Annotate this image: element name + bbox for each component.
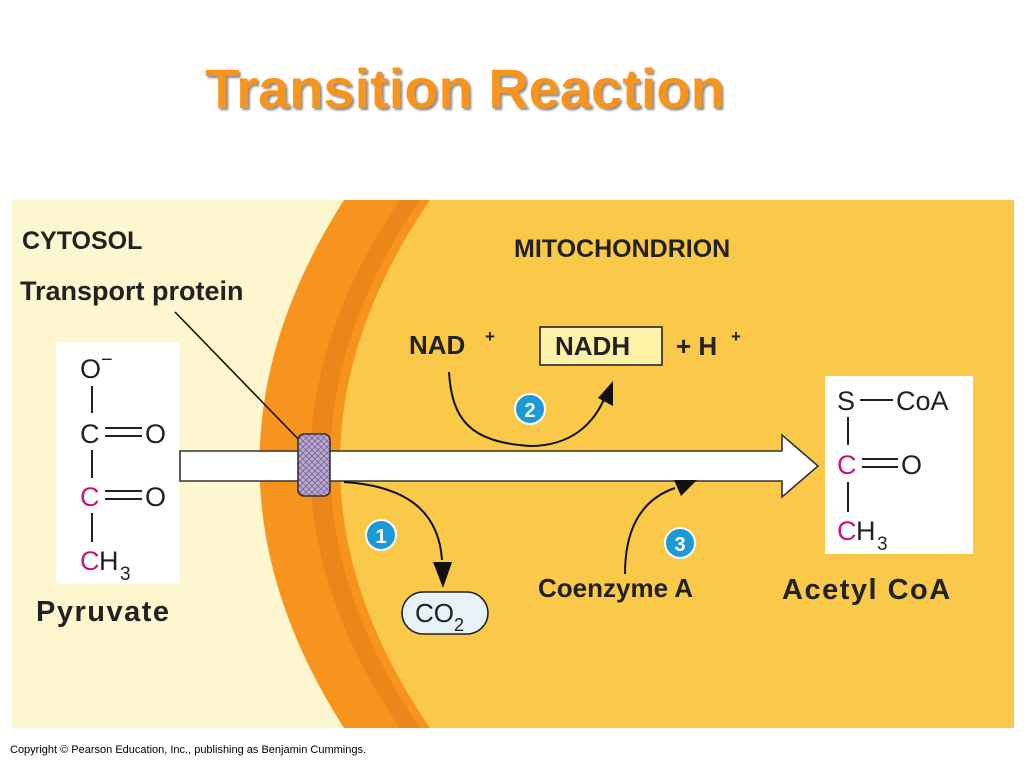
h-plus-label: + H <box>676 331 717 361</box>
step-2-badge: 2 <box>514 393 546 425</box>
pyruvate-structure-box <box>56 342 179 584</box>
transport-protein <box>297 433 331 497</box>
pyruvate-methyl-carbon: C <box>80 546 100 576</box>
step-2-number: 2 <box>524 400 535 422</box>
acetyl-coa-name: Acetyl CoA <box>782 574 952 606</box>
pyruvate-transport-arrow <box>179 433 820 499</box>
acetyl-coa-methyl-h: H <box>856 516 876 546</box>
co2-label: CO <box>415 598 454 628</box>
co2-release-arrowhead <box>433 562 452 588</box>
pyruvate-methyl-h: H <box>99 546 119 576</box>
pyruvate-carbon-2: C <box>80 482 100 512</box>
step-3-number: 3 <box>674 534 685 556</box>
nad-to-nadh-arrow <box>448 371 608 448</box>
co2-release-arrow <box>343 481 443 561</box>
nad-plus-superscript: + <box>485 327 495 346</box>
nadh-label: NADH <box>555 331 630 361</box>
pyruvate-oxygen-2: O <box>145 482 166 512</box>
pyruvate-carbon-1: C <box>80 419 100 449</box>
co2-subscript: 2 <box>454 615 464 635</box>
step-3-badge: 3 <box>664 527 696 559</box>
copyright-notice: Copyright © Pearson Education, Inc., pub… <box>10 744 367 756</box>
nad-plus-label: NAD <box>409 330 465 360</box>
coenzyme-a-arrow <box>624 487 676 575</box>
h-plus-superscript: + <box>731 327 741 346</box>
acetyl-coa-structure-box <box>825 376 973 554</box>
co2-box <box>401 591 489 635</box>
acetyl-coa-methyl-subscript: 3 <box>877 534 888 555</box>
transport-protein-pointer <box>174 311 304 445</box>
acetyl-coa-coa: CoA <box>896 386 949 416</box>
coenzyme-a-arrowhead <box>674 480 697 496</box>
pyruvate-name: Pyruvate <box>36 596 171 628</box>
nadh-box <box>539 326 663 366</box>
pyruvate-methyl-subscript: 3 <box>120 564 131 585</box>
acetyl-coa-structure: S CoA C O C H 3 <box>837 386 949 555</box>
transport-protein-label: Transport protein <box>20 276 244 306</box>
nad-to-nadh-arrowhead <box>598 381 613 406</box>
acetyl-coa-carbon: C <box>837 450 857 480</box>
pyruvate-structure: O − C O C O C H 3 <box>80 349 166 585</box>
coenzyme-a-label: Coenzyme A <box>538 573 693 603</box>
slide-title: Transition Reaction <box>205 57 725 120</box>
acetyl-coa-oxygen: O <box>901 450 922 480</box>
cytosol-label: CYTOSOL <box>22 227 142 255</box>
mitochondrial-membrane <box>259 200 430 728</box>
acetyl-coa-sulfur: S <box>837 386 855 416</box>
step-1-badge: 1 <box>365 519 397 551</box>
mitochondrion-label: MITOCHONDRION <box>514 235 730 263</box>
pyruvate-oxygen-1: O <box>145 419 166 449</box>
membrane-shade <box>310 200 420 728</box>
acetyl-coa-methyl-carbon: C <box>837 516 857 546</box>
step-1-number: 1 <box>375 526 386 548</box>
pyruvate-charge: − <box>101 349 113 371</box>
pyruvate-oxygen-minus: O <box>80 354 101 384</box>
